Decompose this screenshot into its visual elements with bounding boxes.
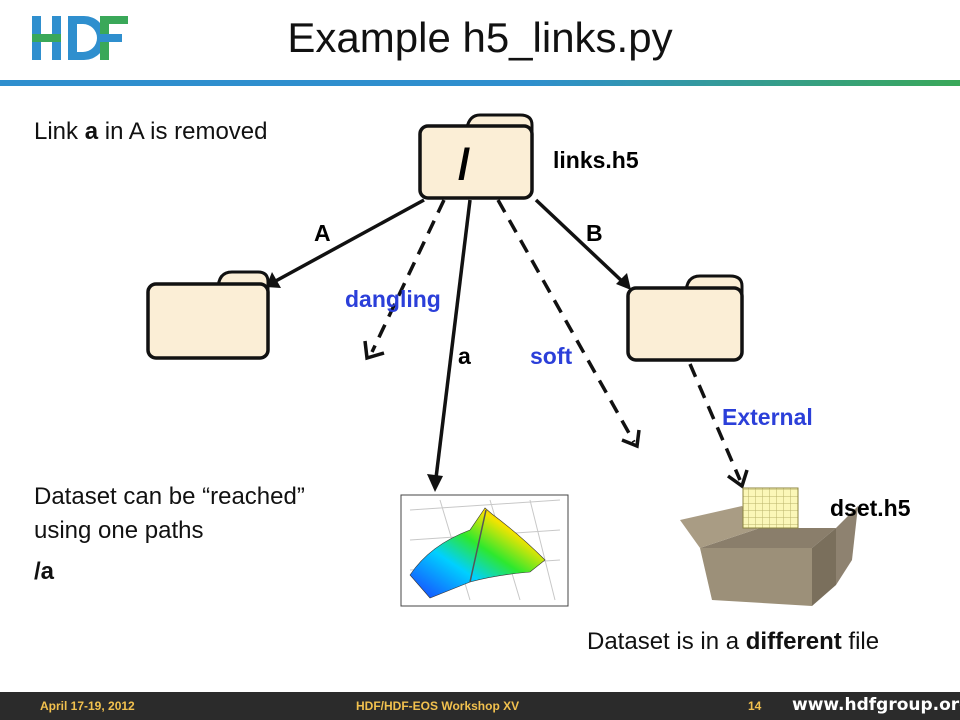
dangling-link-label: dangling [345,286,441,312]
footer-date: April 17-19, 2012 [40,699,135,713]
different-file-note: Dataset is in a different file [587,628,880,655]
title-rule [0,80,960,86]
root-folder-icon [418,113,534,200]
footer-bar [0,692,960,720]
link-a-arrow [266,198,425,288]
external-file-box-icon [680,487,858,606]
group-b-folder-icon [626,274,744,362]
link-b-label: B [586,220,603,246]
reach-note-line2: using one paths [34,517,204,544]
reach-note-line1: Dataset can be “reached” [34,483,305,510]
soft-link-arrow [496,199,641,449]
dataset-surface-image [400,494,569,607]
page-title: Example h5_links.py [287,14,673,61]
link-a-label: A [314,220,331,246]
dset-file-label: dset.h5 [830,495,911,521]
group-a-folder-icon [146,270,270,360]
footer-event: HDF/HDF-EOS Workshop XV [356,699,520,713]
dangling-link-arrow [363,199,446,361]
removed-note: Link a in A is removed [34,118,268,145]
hard-link-label: a [458,343,471,369]
file-name-label: links.h5 [553,147,639,173]
root-group-label: / [458,140,471,189]
reach-path: /a [34,558,55,585]
external-link-label: External [722,404,813,430]
footer-url[interactable]: www.hdfgroup.org [792,695,960,715]
footer-page-number: 14 [748,699,762,713]
hdf-logo [32,16,128,60]
external-link-arrow [688,363,749,489]
link-b-arrow [534,198,631,290]
hard-link-a-arrow [427,199,472,492]
soft-link-label: soft [530,343,573,369]
